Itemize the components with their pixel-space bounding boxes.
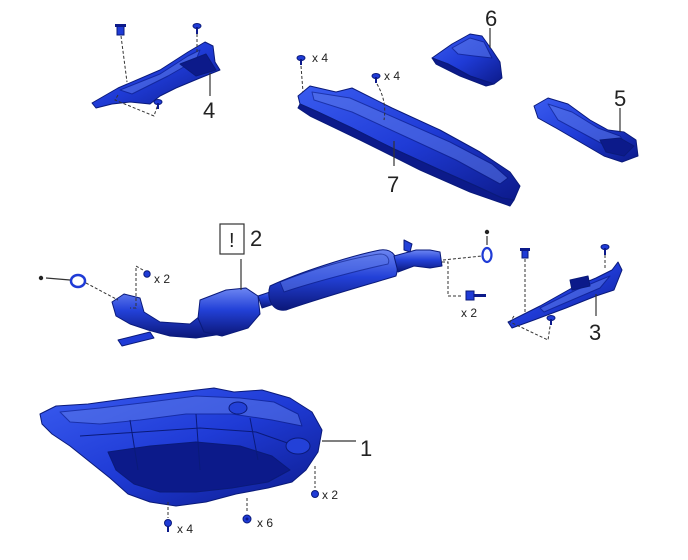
callout-2: 2 [250,226,262,251]
bolt-icon [115,24,126,36]
qty-label: x 2 [154,272,170,286]
callout-5: 5 [614,86,626,111]
bolt-icon [600,244,610,255]
bolt-icon [153,99,163,109]
part-3-cover: 3 [507,244,623,345]
qty-label: x 4 [177,522,193,536]
warning-mark: ! [229,230,235,252]
part-6-heat-shield: 6 [431,6,503,87]
qty-label: x 2 [322,488,338,502]
bolt-icon [311,490,319,498]
part-7-tunnel-cover: x 4 x 4 7 [296,51,521,207]
gasket-ring-icon [69,273,87,289]
bolt-icon [296,55,306,65]
bolt-icon [546,315,556,325]
bolt-icon [465,290,486,301]
qty-label: x 2 [461,306,477,320]
caution-box-icon: ! [219,223,245,255]
part-5-bracket: 5 [533,86,639,163]
part-2-exhaust-pipe: x 2 x 2 ! 2 [38,223,493,347]
callout-6: 6 [485,6,497,31]
bolt-icon [242,514,252,524]
bolt-icon [520,248,530,259]
bolt-icon [164,519,172,532]
bolt-icon [143,270,151,278]
callout-4: 4 [203,98,215,123]
qty-label: x 6 [257,516,273,530]
callout-3: 3 [589,320,601,345]
callout-1: 1 [360,436,372,461]
part-4-cover: 4 [91,23,221,123]
part-1-under-cover: x 2 x 4 x 6 1 [39,387,372,536]
gasket-ring-icon [481,246,493,264]
bolt-icon [192,23,202,34]
bolt-icon [371,73,381,83]
qty-label: x 4 [312,51,328,65]
callout-7: 7 [387,172,399,197]
qty-label: x 4 [384,69,400,83]
